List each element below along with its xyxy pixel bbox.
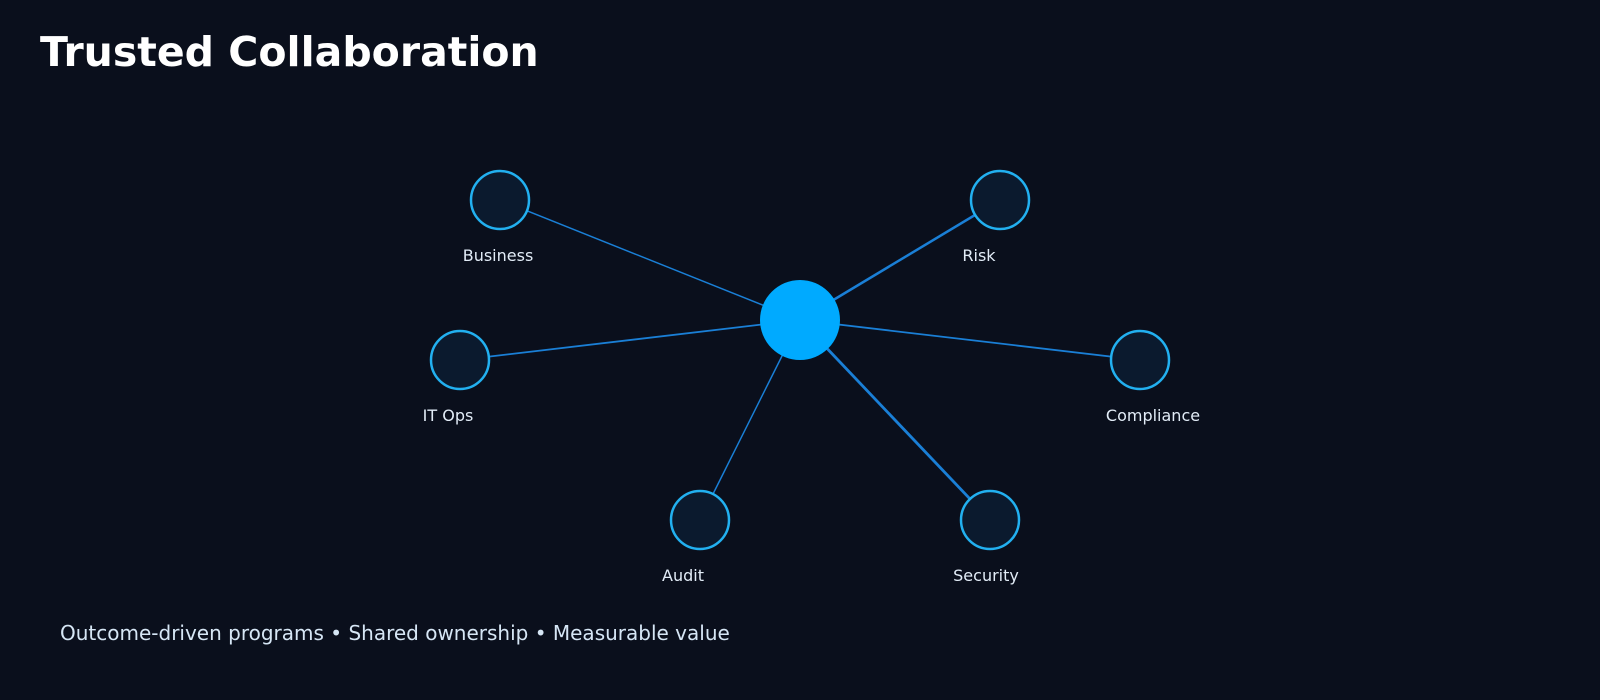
node-label-audit: Audit: [662, 566, 704, 585]
node-audit: [669, 489, 731, 551]
node-it-ops: [429, 329, 491, 391]
hub-node: [760, 280, 840, 360]
node-label-business: Business: [463, 246, 534, 265]
edge-compliance: [799, 319, 1141, 361]
node-security: [959, 489, 1021, 551]
node-label-security: Security: [953, 566, 1019, 585]
edge-business: [499, 199, 801, 321]
node-label-it-ops: IT Ops: [423, 406, 474, 425]
page-title: Trusted Collaboration: [40, 28, 539, 76]
footer-tagline: Outcome-driven programs • Shared ownersh…: [60, 621, 730, 645]
edge-it-ops: [459, 319, 801, 361]
node-label-compliance: Compliance: [1106, 406, 1200, 425]
node-business: [469, 169, 531, 231]
node-compliance: [1109, 329, 1171, 391]
node-label-risk: Risk: [962, 246, 996, 265]
node-risk: [969, 169, 1031, 231]
edge-security: [798, 319, 992, 521]
